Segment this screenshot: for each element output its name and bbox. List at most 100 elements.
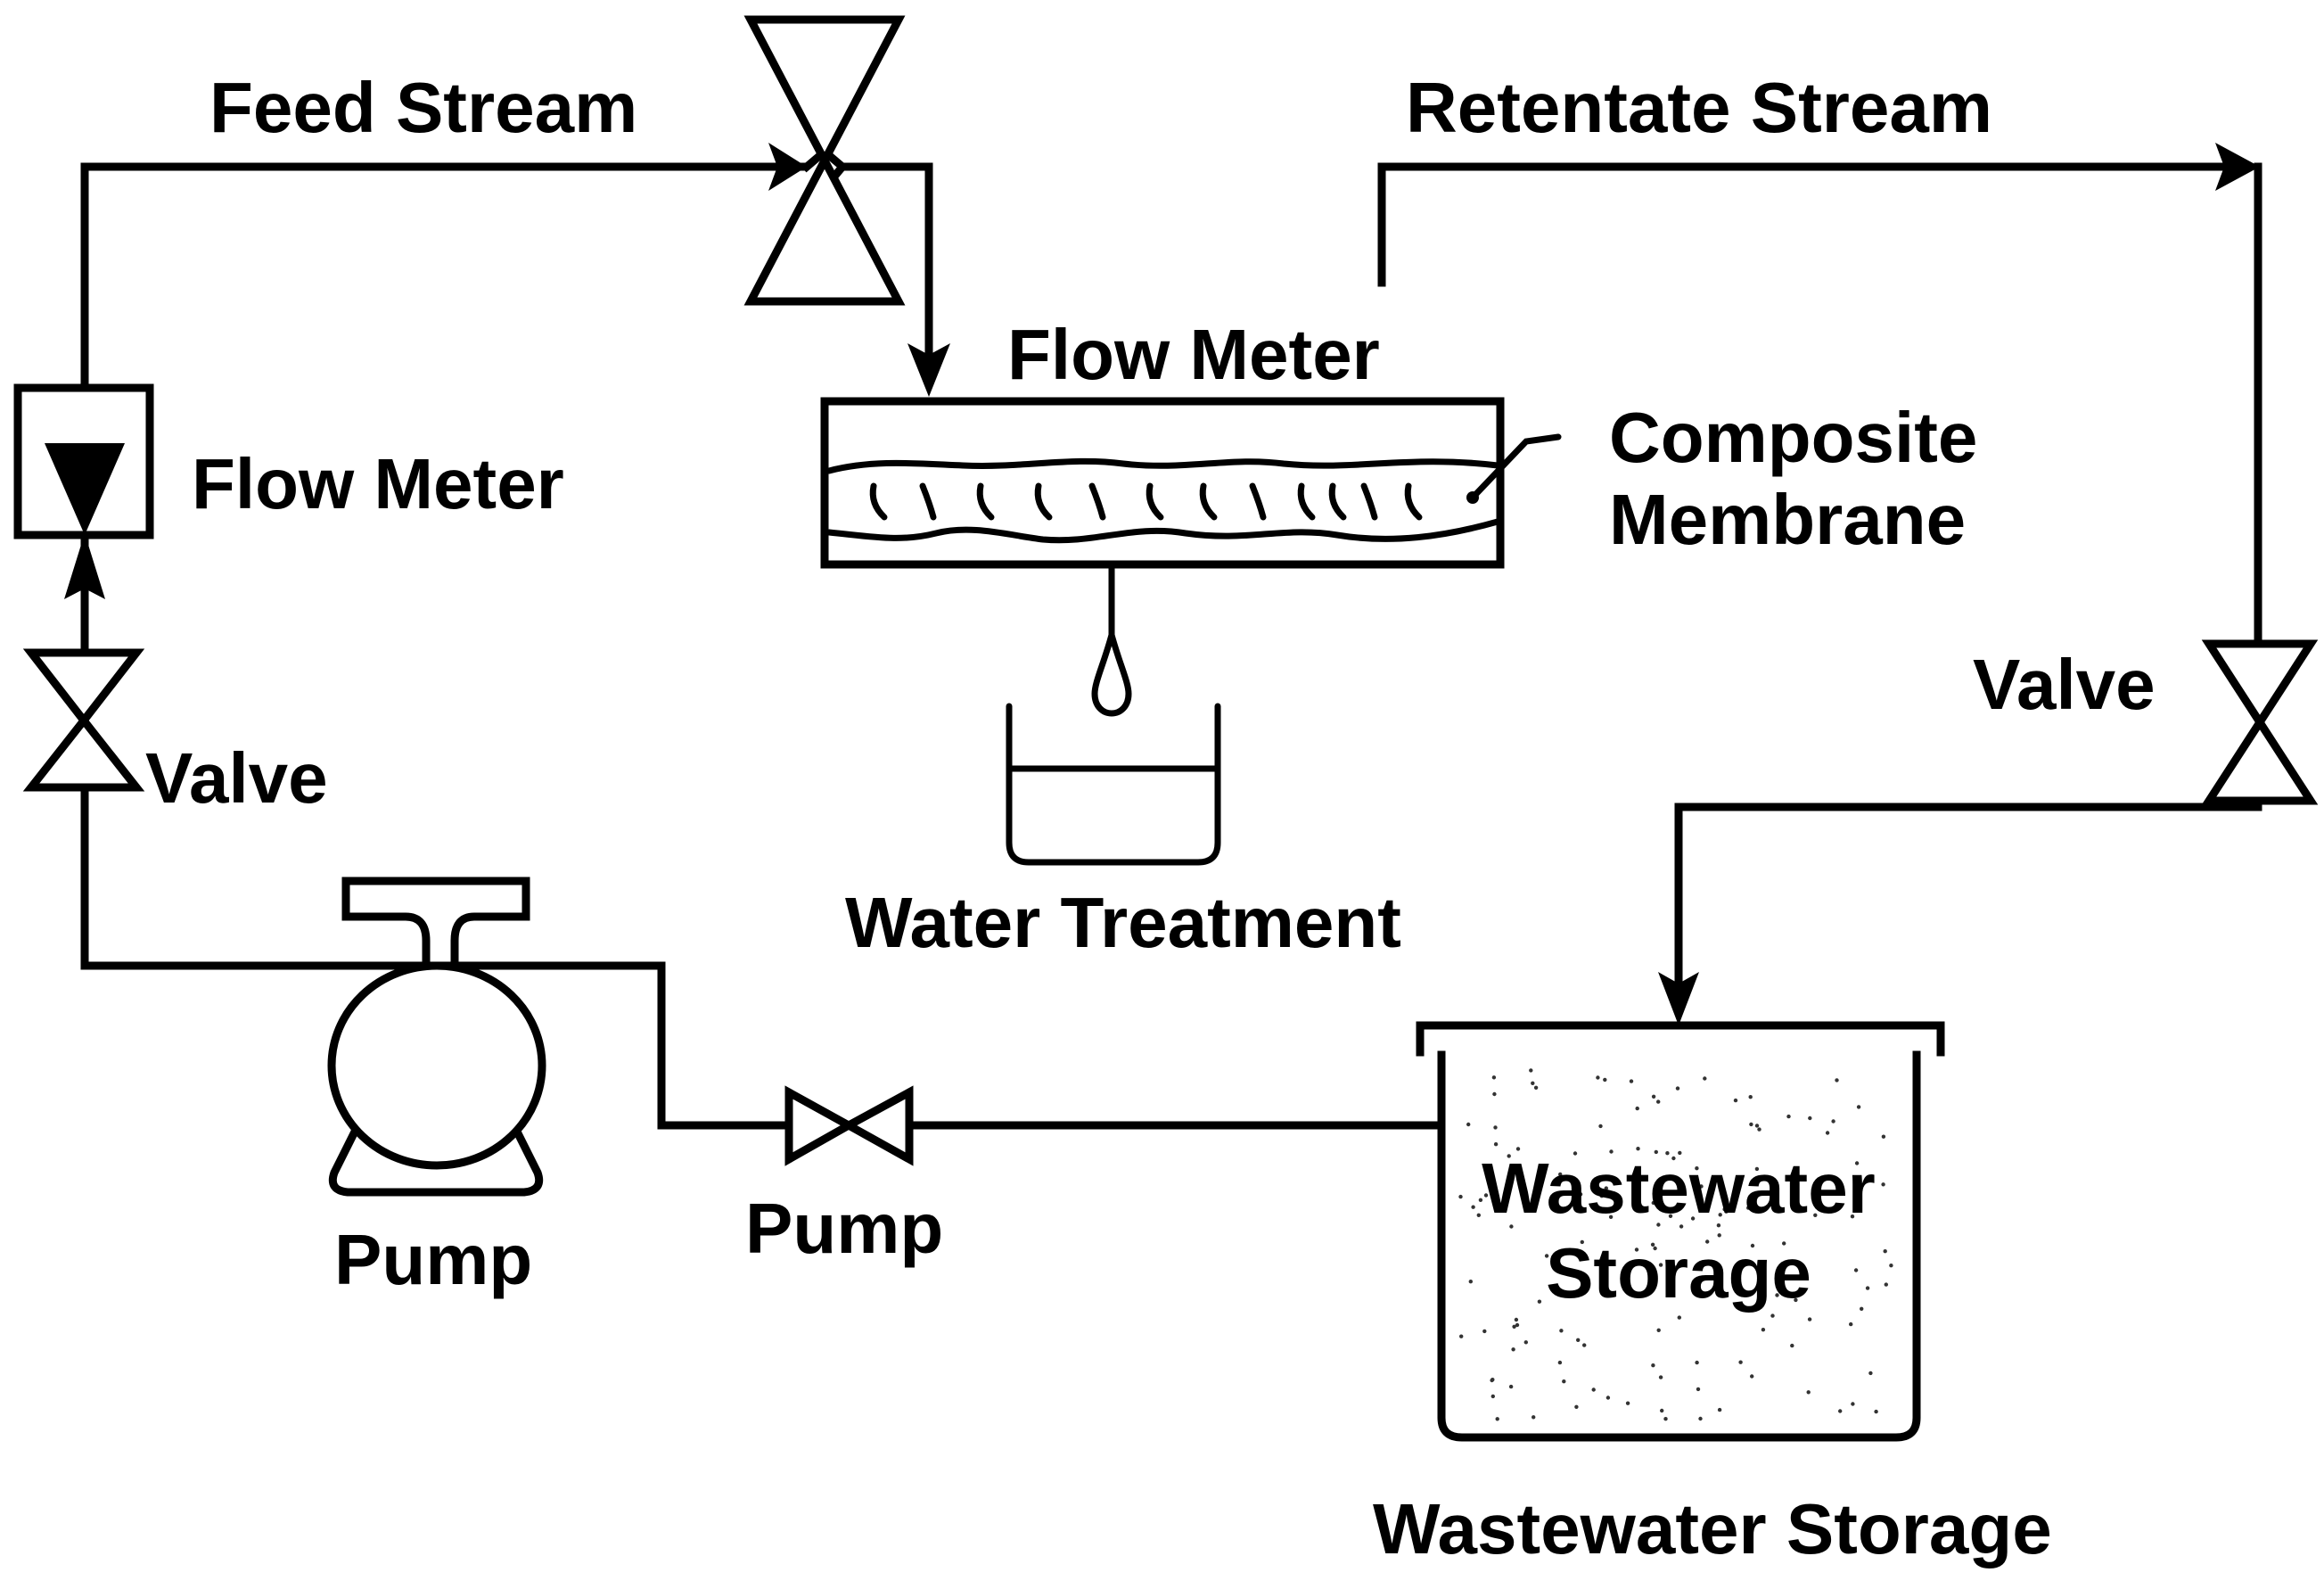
speckle-dot: [1495, 1417, 1499, 1421]
inline-valve[interactable]: [784, 1085, 914, 1166]
speckle-dot: [1674, 1265, 1679, 1270]
speckle-dot: [1754, 1124, 1760, 1128]
feed-valve[interactable]: [743, 15, 906, 306]
speckle-dot: [1509, 1224, 1514, 1229]
speckle-dot: [1665, 1151, 1670, 1156]
speckle-dot: [1860, 1306, 1864, 1312]
speckle-dot: [1557, 1288, 1563, 1294]
speckle-dot: [1562, 1379, 1566, 1384]
speckle-dot: [1596, 1075, 1600, 1080]
speckle-dot: [1476, 1213, 1482, 1218]
speckle-dot: [1806, 1390, 1811, 1395]
speckle-dot: [1838, 1409, 1843, 1413]
speckle-dot: [1690, 1216, 1696, 1221]
valve-right[interactable]: [2201, 639, 2319, 805]
speckle-dot: [1883, 1249, 1887, 1254]
label-pump-valve: Pump: [745, 1189, 943, 1268]
speckle-dot: [1551, 1206, 1556, 1211]
flow-meter-left[interactable]: [13, 383, 154, 539]
speckle-dot: [1754, 1166, 1760, 1172]
label-retentate-stream: Retentate Stream: [1406, 68, 1992, 147]
speckle-dot: [1651, 1200, 1656, 1206]
pipe-left-lower: [80, 785, 666, 1130]
speckle-dot: [1559, 1329, 1564, 1333]
speckle-dot: [1889, 1264, 1893, 1268]
speckle-dot: [1716, 1223, 1721, 1228]
speckle-dot: [1733, 1098, 1738, 1103]
speckle-dot: [1750, 1374, 1754, 1379]
membrane-bottom-wave: [825, 518, 1501, 544]
speckle-dot: [1757, 1127, 1761, 1132]
speckle-dot: [1759, 1296, 1763, 1300]
speckle-dot: [1854, 1161, 1860, 1165]
arrow-right-icon: [2215, 143, 2260, 191]
speckle-dot: [1663, 1417, 1668, 1421]
arrow-up-icon: [64, 533, 105, 599]
label-feed-stream: Feed Stream: [209, 68, 637, 147]
speckle-dot: [1790, 1343, 1794, 1348]
label-tank-caption: Wastewater Storage: [1373, 1489, 2052, 1568]
label-flow-meter-top: Flow Meter: [1007, 315, 1380, 394]
pore-mark: [1146, 482, 1164, 521]
speckle-dot: [1881, 1182, 1885, 1187]
speckle-dot: [1478, 1198, 1483, 1203]
speckle-dot: [1808, 1116, 1812, 1121]
label-water-treatment: Water Treatment: [845, 883, 1401, 962]
speckle-dot: [1604, 1186, 1609, 1190]
membrane-pore-marks: [869, 482, 1423, 521]
pore-mark: [1328, 482, 1347, 521]
speckle-dot: [1884, 1282, 1888, 1287]
speckle-dot: [1750, 1243, 1755, 1248]
speckle-dot: [1695, 1166, 1699, 1171]
speckle-dot: [1537, 1299, 1542, 1304]
water-treatment-beaker[interactable]: [1006, 703, 1221, 866]
label-tank-inner-1: Wastewater: [1482, 1149, 1876, 1228]
speckle-dot: [1717, 1233, 1721, 1238]
speckle-dot: [1865, 1286, 1870, 1290]
speckle-dot: [1591, 1387, 1596, 1392]
speckle-dot: [1786, 1114, 1791, 1119]
speckle-dot: [1539, 1174, 1543, 1180]
speckle-dot: [1482, 1329, 1487, 1334]
speckle-dot: [1642, 1262, 1647, 1266]
speckle-dot: [1636, 1147, 1640, 1151]
speckle-dot: [1483, 1193, 1489, 1198]
pipe-feed-stream: [80, 143, 950, 397]
speckle-dot: [1653, 1246, 1657, 1251]
speckle-dot: [1671, 1156, 1676, 1161]
speckle-dot: [1658, 1375, 1663, 1379]
pore-mark: [919, 482, 937, 521]
speckle-dot: [1466, 1122, 1471, 1127]
label-composite-membrane-1: Composite: [1609, 398, 1977, 477]
speckle-dot: [1660, 1408, 1664, 1413]
speckle-dot: [1650, 1242, 1655, 1247]
speckle-dot: [1656, 1099, 1661, 1104]
speckle-dot: [1788, 1293, 1793, 1298]
speckle-dot: [1749, 1122, 1753, 1127]
valve-left[interactable]: [22, 648, 145, 792]
speckle-dot: [1576, 1338, 1581, 1343]
speckle-dot: [1515, 1147, 1521, 1151]
membrane-module[interactable]: [820, 397, 1505, 569]
tank-speckle: [1458, 1068, 1893, 1421]
speckle-dot: [1675, 1086, 1680, 1091]
speckle-dot: [1718, 1213, 1722, 1217]
main-pump[interactable]: [327, 877, 546, 1197]
speckle-dot: [1493, 1142, 1499, 1147]
speckle-dot: [1775, 1293, 1779, 1297]
wastewater-tank[interactable]: [1416, 1021, 1945, 1442]
speckle-dot: [1490, 1394, 1496, 1399]
droplet-icon: [1091, 622, 1132, 717]
speckle-dot: [1468, 1280, 1474, 1284]
speckle-dot: [1698, 1416, 1703, 1421]
speckle-dot: [1605, 1396, 1611, 1400]
pipe-retentate-stream: [1377, 143, 2262, 648]
speckle-dot: [1599, 1194, 1605, 1198]
speckle-dot: [1705, 1239, 1710, 1244]
speckle-dot: [1578, 1192, 1583, 1197]
speckle-dot: [1603, 1077, 1607, 1083]
speckle-dot: [1574, 1194, 1580, 1199]
speckle-dot: [1678, 1150, 1682, 1156]
permeate-drip: [1091, 563, 1132, 717]
